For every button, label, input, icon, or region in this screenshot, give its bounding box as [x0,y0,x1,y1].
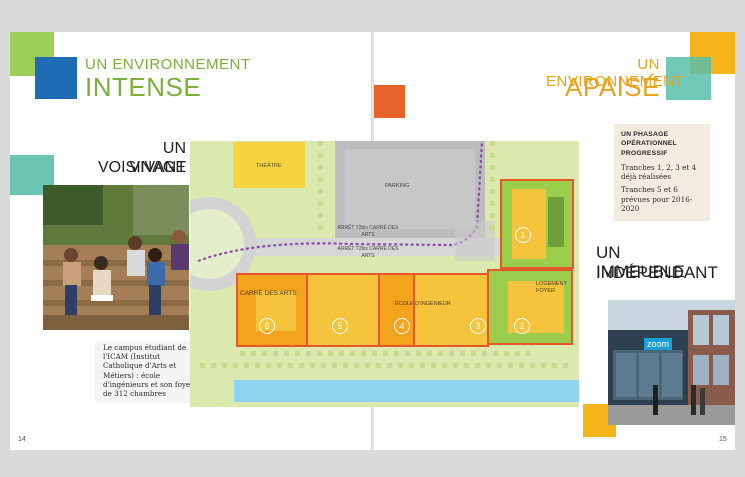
parking-inner [345,149,475,229]
tree-column-right [490,141,495,231]
left-heading-line2: VIVANT [129,159,186,176]
phase-6-marker: 6 [259,318,275,334]
right-heading-line1: UN IMMEUBLE [596,243,685,281]
orange-square-decoration [374,85,405,118]
tram-stop-south-label: ARRÊT T2bis CARRÉ DES ARTS [337,246,399,259]
students-photo [43,185,189,330]
tree-row-bottom [200,363,570,368]
theatre-label: THÉÂTRE [256,163,282,169]
page-number-left: 14 [18,436,26,443]
right-title-line2: APAISÉ [564,72,660,102]
teal-square-right-decoration [666,57,711,100]
block-3 [413,273,489,347]
tree-column-left [318,141,323,231]
left-heading-line1: UN VOISINAGE [97,140,186,176]
phase-1-marker: 1 [515,227,531,243]
tram-line [197,141,495,263]
phase-2-marker: 2 [514,318,530,334]
main-road [220,238,500,256]
phasing-box: UN PHASAGE OPÉRATIONNEL PROGRESSIF Tranc… [614,124,710,222]
theatre-building [233,142,305,188]
tree-row-top [240,351,530,356]
water-canal [234,380,579,402]
photo-caption: Le campus étudiant de l'ICAM (Institut C… [95,341,199,404]
parking-label: PARKING [385,183,410,189]
block-1-garden [548,197,564,247]
photo-caption-text: Le campus étudiant de l'ICAM (Institut C… [103,343,194,399]
tram-stop-north-label: ARRÊT T2bis CARRÉ DES ARTS [337,225,399,238]
right-heading-line2: INDÉPENDANT [596,263,718,282]
left-title-line2: INTENSE [85,72,202,102]
phasing-line2: Tranches 5 et 6 prévues pour 2016-2020 [621,185,693,214]
site-plan: THÉÂTRE PARKING ARRÊT T2bis CARRÉ DES AR… [190,141,579,407]
page-number-right: 15 [719,436,727,443]
block-1-building [512,189,546,259]
blue-square-decoration [35,57,77,99]
building-sign: zoom [644,338,673,350]
logement-label: LOGEMENT FOYER [536,281,567,294]
phase-3-marker: 3 [470,318,486,334]
left-title-line1: UN ENVIRONNEMENT [85,56,251,73]
phase-5-marker: 5 [332,318,348,334]
phasing-title: UN PHASAGE OPÉRATIONNEL PROGRESSIF [621,131,677,157]
phase-4-marker: 4 [394,318,410,334]
ecole-label: ÉCOLE D'INGÉNIEUR [395,301,451,307]
phasing-line1: Tranches 1, 2, 3 et 4 déjà réalisées [621,162,697,182]
building-photo: zoom [608,300,735,425]
block-5 [306,273,380,347]
carre-des-arts-label: CARRÉ DES ARTS [240,290,297,297]
right-title-line1: UN ENVIRONNEMENT [546,56,685,90]
